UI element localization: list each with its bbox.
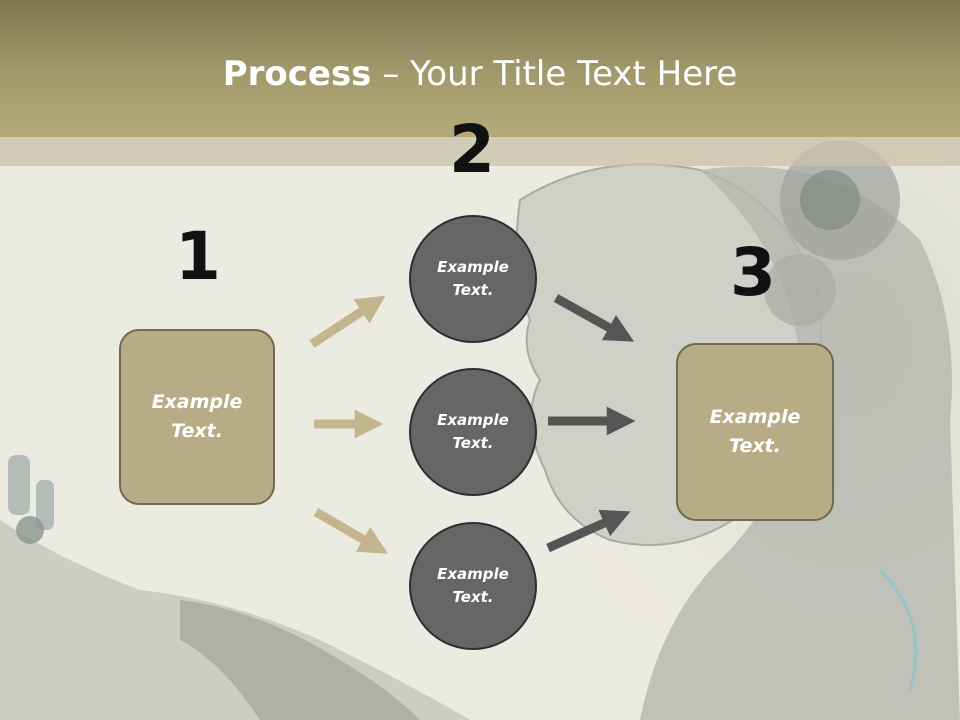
step2-circle-middle: Example Text. — [409, 368, 537, 496]
step2-circle-bottom-text: Example Text. — [437, 565, 509, 606]
arrow-to-step3-top — [553, 294, 635, 342]
arrow-to-step3-bottom — [546, 509, 631, 553]
step2-circle-top-text: Example Text. — [437, 258, 509, 299]
step2-circle-bottom: Example Text. — [409, 522, 537, 650]
title-band — [0, 0, 960, 137]
step1-box: Example Text. — [119, 329, 275, 505]
step1-number: 1 — [175, 218, 221, 295]
arrow-to-step2-top — [309, 295, 386, 348]
slide-title: Process – Your Title Text Here — [0, 52, 960, 96]
title-rest: – Your Title Text Here — [371, 54, 738, 94]
step3-text: Example Text. — [709, 406, 801, 457]
step2-circle-top: Example Text. — [409, 215, 537, 343]
step2-number: 2 — [449, 111, 495, 188]
step2-circle-middle-text: Example Text. — [437, 411, 509, 452]
step3-box: Example Text. — [676, 343, 834, 521]
title-bold: Process — [222, 54, 372, 94]
arrow-to-step2-bottom — [313, 508, 388, 554]
step3-number: 3 — [730, 234, 776, 311]
title-strip — [0, 137, 960, 166]
step1-text: Example Text. — [151, 391, 243, 442]
